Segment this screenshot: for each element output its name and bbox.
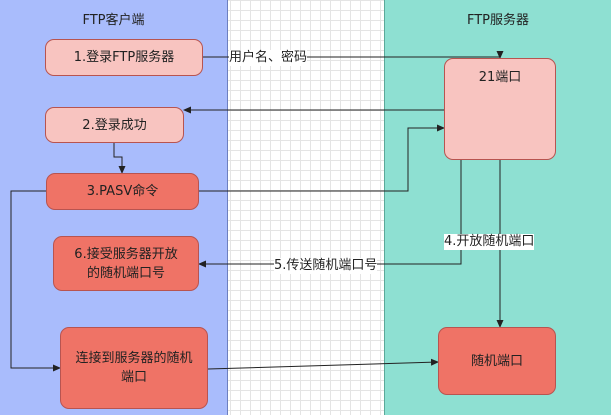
edge-connect-to-random-port <box>207 358 439 370</box>
login-node-label: 1.登录FTP服务器 <box>73 50 175 65</box>
accept-random-port-node-label: 6.接受服务器开放的随机端口号 <box>74 246 178 281</box>
server-lane-title: FTP服务器 <box>466 13 530 28</box>
open-random-port-edge-label: 4.开放随机端口 <box>444 234 535 250</box>
edge-port21-to-accept <box>198 160 462 268</box>
edge-pasv-to-connect <box>10 190 61 372</box>
client-lane-title: FTP客户端 <box>82 13 145 28</box>
login-success-node-label: 2.登录成功 <box>82 117 147 133</box>
port-21-node: 21端口 <box>444 58 556 160</box>
connect-random-port-node-label: 连接到服务器的随机端口 <box>75 351 193 385</box>
login-success-node: 2.登录成功 <box>45 107 184 143</box>
send-random-port-edge-label: 5.传送随机端口号 <box>274 258 378 274</box>
accept-random-port-node: 6.接受服务器开放的随机端口号 <box>53 236 199 291</box>
port-21-node-label: 21端口 <box>478 70 522 85</box>
login-node: 1.登录FTP服务器 <box>45 39 203 76</box>
pasv-command-node-label: 3.PASV命令 <box>86 184 159 199</box>
connect-random-port-node: 连接到服务器的随机端口 <box>60 327 208 409</box>
edge-pasv-to-port21 <box>199 124 445 192</box>
random-port-node: 随机端口 <box>438 327 556 395</box>
pasv-command-node: 3.PASV命令 <box>46 173 199 210</box>
random-port-node-label: 随机端口 <box>470 353 523 369</box>
credentials-edge-label: 用户名、密码 <box>229 50 308 66</box>
edge-login-ok-to-pasv <box>113 143 126 174</box>
